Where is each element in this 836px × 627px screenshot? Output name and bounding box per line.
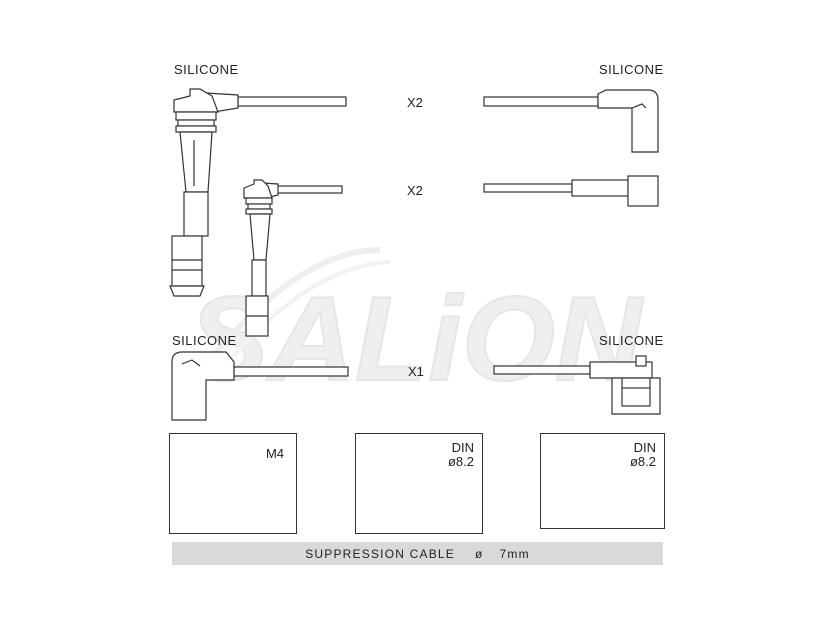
row3-quantity: X1 (408, 364, 424, 379)
connector-detail (631, 103, 647, 109)
boot-tip-lines (172, 259, 202, 271)
boot-end (169, 285, 205, 297)
connector-body (597, 89, 659, 153)
banner-value: 7mm (499, 546, 530, 561)
boot-head (243, 179, 273, 199)
terminal-box-din-1: DIN ø8.2 (355, 433, 483, 534)
connector-cap (627, 175, 659, 207)
boot-body (179, 131, 213, 193)
box-sublabel: ø8.2 (447, 454, 474, 469)
boot-ring (175, 125, 217, 133)
watermark-swoosh (207, 247, 381, 362)
short-spark-plug-boot (243, 179, 343, 337)
clip-lines (621, 378, 651, 388)
boot-ring (175, 111, 217, 121)
boot-head (173, 88, 219, 113)
boot-tube (251, 259, 267, 297)
row1-right-label: SILICONE (599, 62, 664, 77)
row3-right-label: SILICONE (599, 333, 664, 348)
boot-ring (245, 208, 273, 215)
cable-segment (233, 366, 349, 377)
boot-ring (247, 203, 271, 210)
connector-sleeve (571, 179, 629, 197)
row1-quantity: X2 (407, 95, 423, 110)
cable-segment (237, 96, 347, 107)
cable-segment (483, 96, 599, 107)
boot-body (171, 351, 235, 421)
boot-detail (181, 359, 201, 367)
connector-nub (635, 355, 647, 367)
angled-plug-boot (171, 351, 349, 421)
box-label: DIN (633, 440, 656, 455)
connector-window (621, 387, 651, 407)
box-label: M4 (265, 446, 284, 461)
diameter-symbol: ø (474, 546, 484, 561)
banner-text: SUPPRESSION CABLE (305, 546, 455, 561)
cable-segment (275, 185, 343, 194)
box-label: DIN (451, 440, 474, 455)
row3-left-label: SILICONE (172, 333, 237, 348)
long-spark-plug-boot (169, 88, 347, 297)
watermark-swoosh-2 (218, 260, 391, 372)
distributor-clip-connector (493, 355, 661, 415)
boot-body (249, 213, 271, 261)
boot-tube (183, 191, 209, 237)
boot-ring (177, 119, 215, 127)
terminal-box-m4: M4 (169, 433, 297, 534)
suppression-cable-banner: SUPPRESSION CABLE ø 7mm (172, 542, 663, 565)
cable-segment (493, 365, 591, 375)
row1-left-label: SILICONE (174, 62, 239, 77)
box-sublabel: ø8.2 (629, 454, 656, 469)
cable-segment (483, 183, 573, 193)
row2-quantity: X2 (407, 183, 423, 198)
terminal-box-din-2: DIN ø8.2 (540, 433, 665, 529)
boot-ring (245, 197, 273, 205)
boot-tip (171, 235, 203, 287)
angled-coil-connector (483, 89, 659, 153)
straight-coil-connector (483, 175, 659, 207)
